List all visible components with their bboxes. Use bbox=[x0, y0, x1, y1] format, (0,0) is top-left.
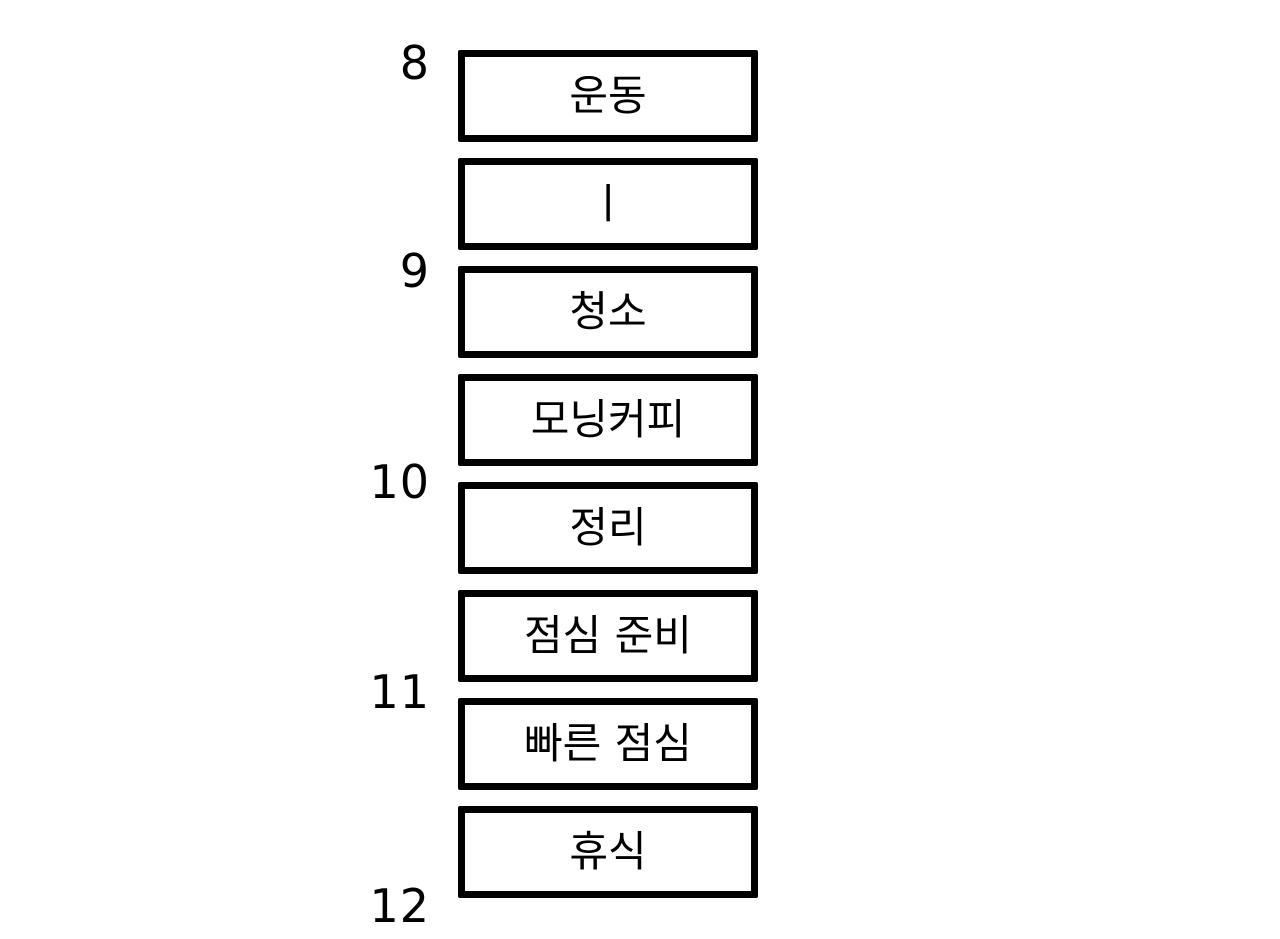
schedule-blocks: 운동 ㅣ 청소 모닝커피 정리 점심 준비 빠른 점심 휴식 bbox=[458, 50, 758, 898]
block-label: 빠른 점심 bbox=[524, 719, 692, 768]
block-label: 모닝커피 bbox=[530, 395, 686, 444]
schedule-block: 빠른 점심 bbox=[458, 698, 758, 790]
hour-label-12: 12 bbox=[369, 879, 430, 933]
schedule-block: ㅣ bbox=[458, 158, 758, 250]
hour-label-9: 9 bbox=[399, 244, 430, 298]
schedule-block: 점심 준비 bbox=[458, 590, 758, 682]
block-label: 청소 bbox=[569, 287, 647, 336]
schedule-block: 운동 bbox=[458, 50, 758, 142]
block-label: 휴식 bbox=[569, 827, 647, 876]
schedule-block: 휴식 bbox=[458, 806, 758, 898]
block-label: 운동 bbox=[569, 71, 647, 120]
schedule-block: 정리 bbox=[458, 482, 758, 574]
block-label: 점심 준비 bbox=[524, 611, 692, 660]
schedule-block: 청소 bbox=[458, 266, 758, 358]
schedule-block: 모닝커피 bbox=[458, 374, 758, 466]
block-label: 정리 bbox=[569, 503, 647, 552]
block-label: ㅣ bbox=[588, 179, 628, 228]
hour-label-10: 10 bbox=[369, 455, 430, 509]
hour-label-8: 8 bbox=[399, 36, 430, 90]
hour-label-11: 11 bbox=[369, 665, 430, 719]
